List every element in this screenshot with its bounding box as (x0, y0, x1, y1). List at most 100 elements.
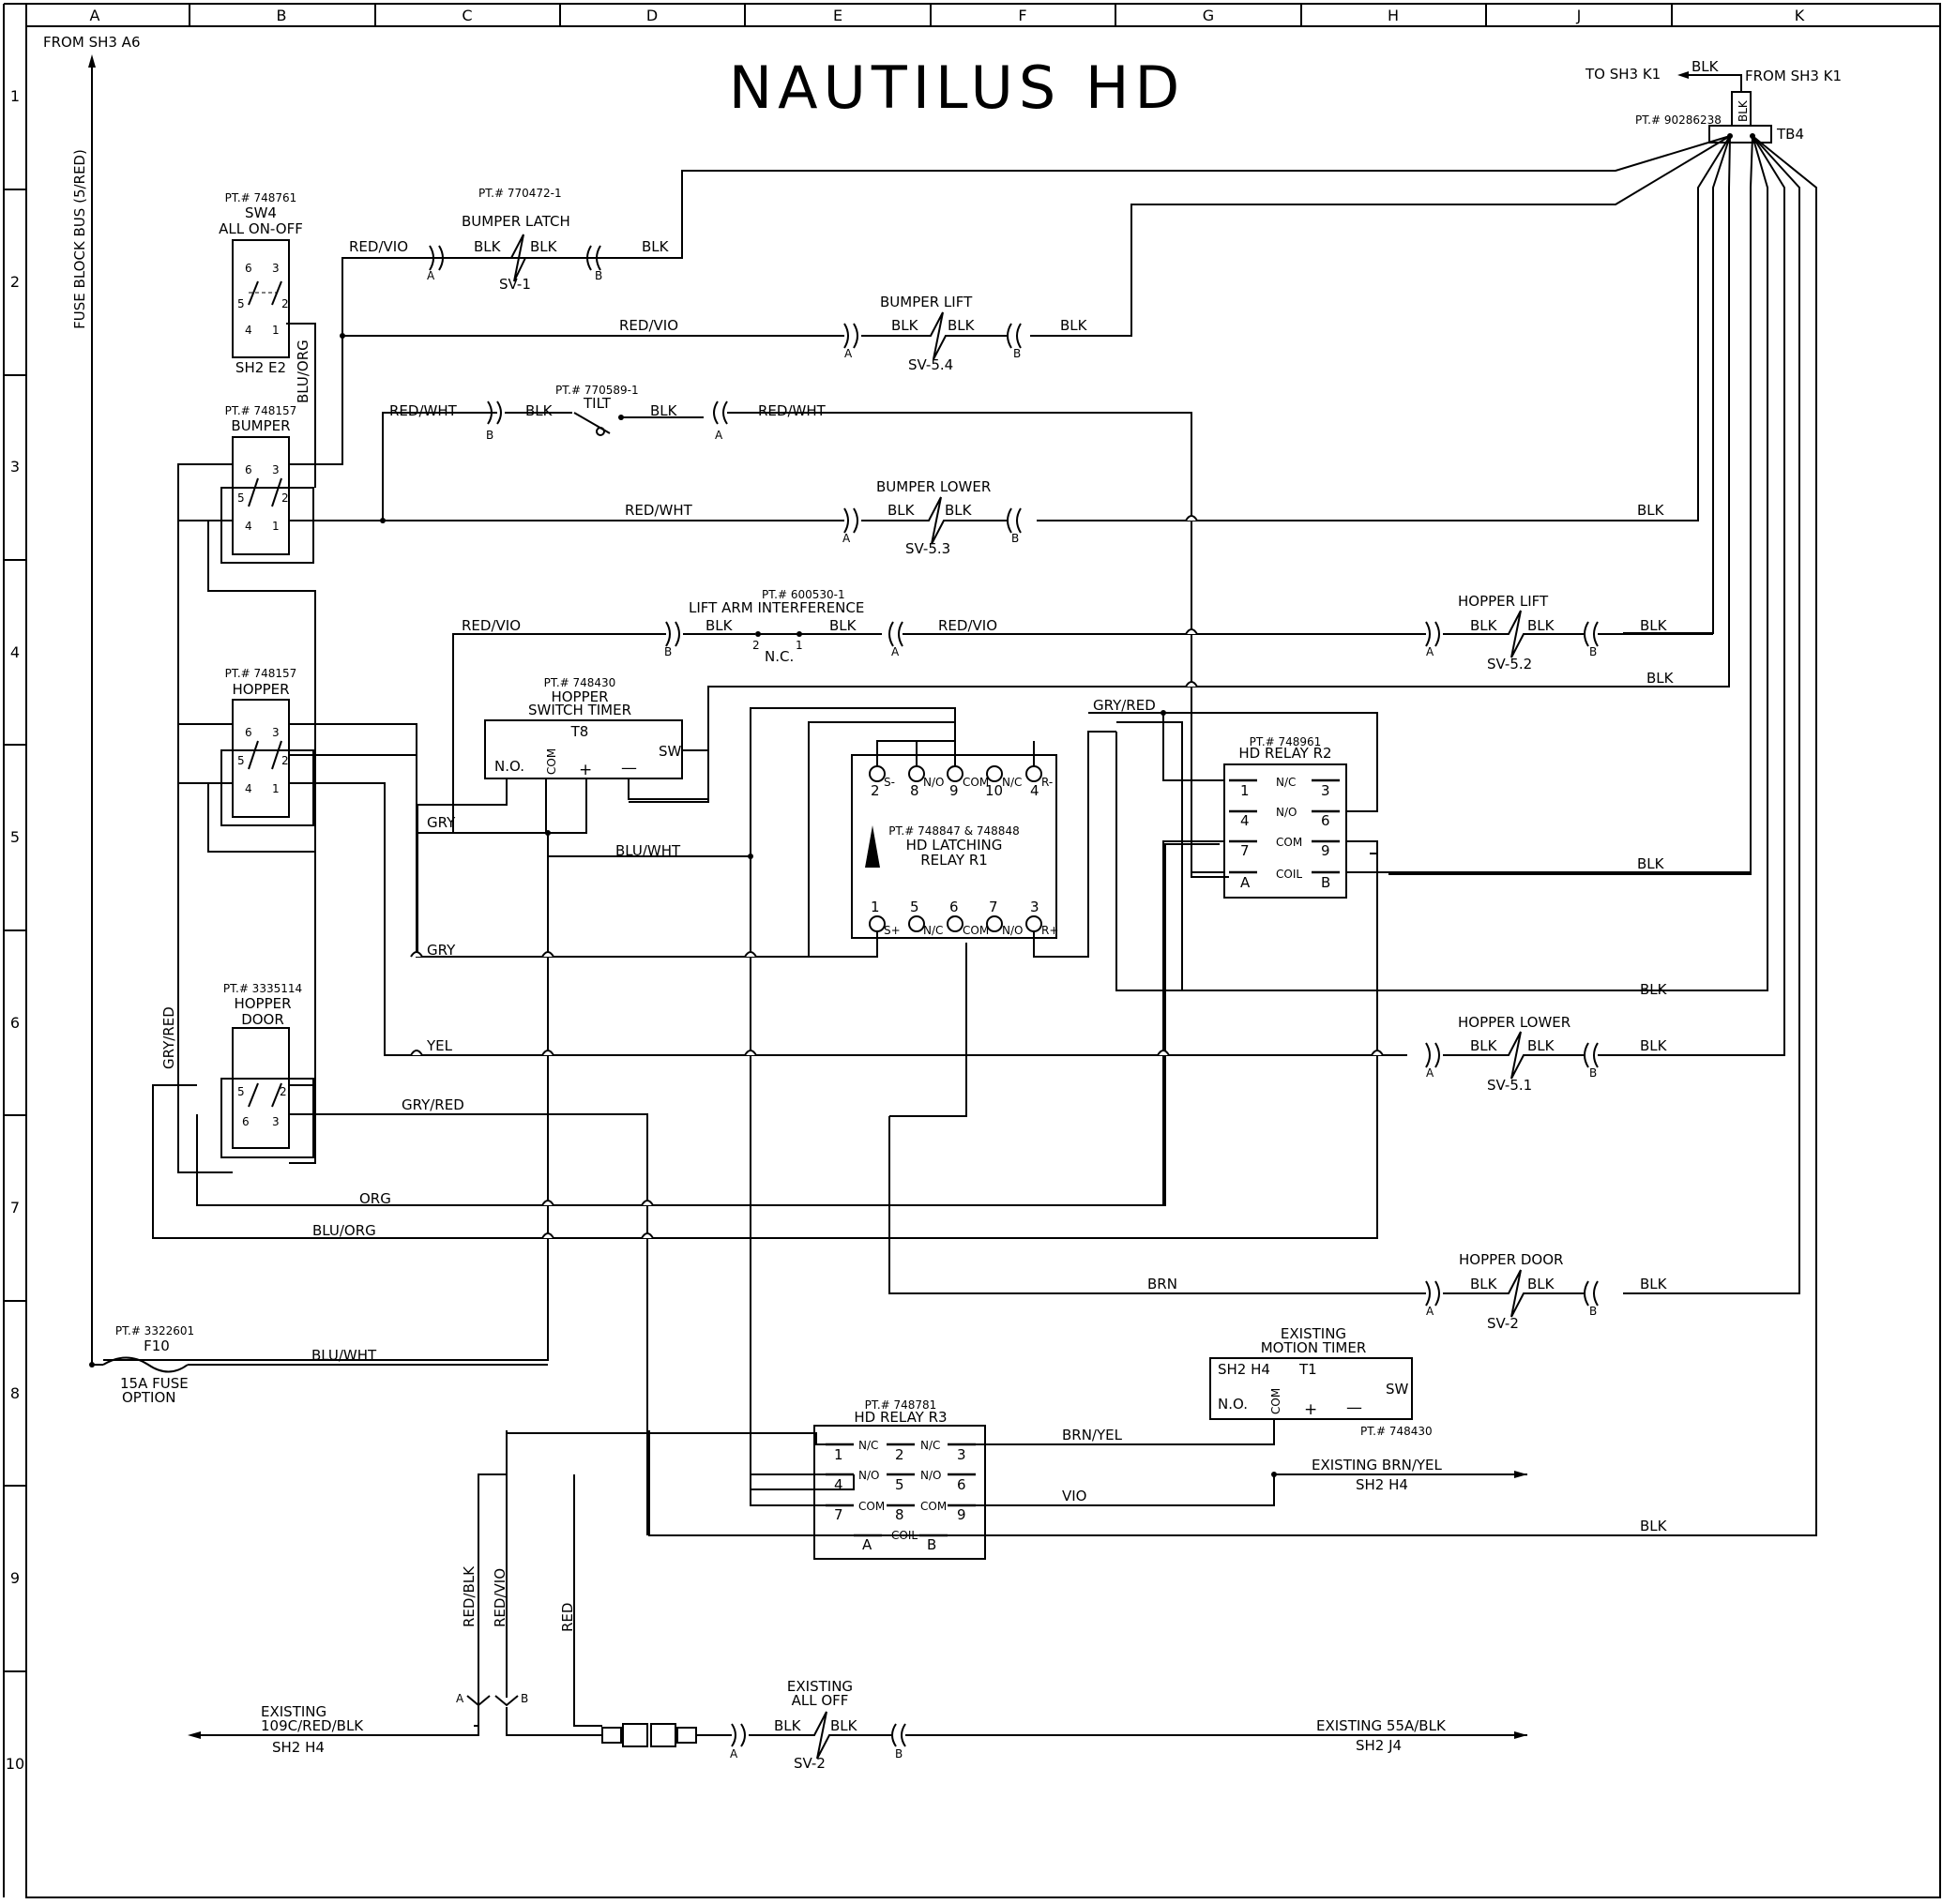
svg-text:BLK: BLK (705, 617, 734, 634)
svg-text:A: A (842, 532, 851, 545)
row-label: 5 (10, 828, 20, 846)
svg-text:B: B (1011, 532, 1019, 545)
svg-text:PT.# 770472-1: PT.# 770472-1 (478, 187, 562, 200)
bottom-harness: RED/BLK RED/VIO RED A B EXISTING 109C/RE… (188, 1474, 1527, 1772)
svg-text:2: 2 (281, 491, 289, 505)
svg-text:A: A (1240, 874, 1251, 891)
col-label: B (277, 7, 287, 24)
gry-red-door-label: GRY/RED (402, 1096, 464, 1113)
svg-text:BLK: BLK (830, 1717, 858, 1734)
valve-hopper-lift[interactable]: RED/VIO B PT.# 600530-1 LIFT ARM INTERFE… (452, 588, 1729, 834)
hopper-blk-label: BLK (1640, 981, 1668, 998)
svg-text:BUMPER LOWER: BUMPER LOWER (876, 478, 991, 495)
svg-text:7: 7 (989, 899, 998, 915)
svg-text:3: 3 (272, 463, 280, 476)
svg-text:N/O: N/O (920, 1469, 941, 1482)
svg-text:1: 1 (272, 782, 280, 795)
svg-text:BLK: BLK (888, 502, 916, 519)
svg-text:BLK: BLK (525, 402, 554, 419)
svg-text:B: B (927, 1536, 936, 1553)
sheet-border (3, 3, 1941, 1898)
svg-text:1: 1 (272, 324, 280, 337)
svg-text:8: 8 (895, 1506, 904, 1523)
col-label: E (833, 7, 842, 24)
svg-text:6: 6 (957, 1476, 966, 1493)
svg-text:B: B (595, 269, 602, 282)
svg-text:N/O: N/O (923, 776, 944, 789)
svg-text:BLK: BLK (1470, 617, 1498, 634)
svg-text:SH2 J4: SH2 J4 (1356, 1737, 1402, 1754)
hd-relay-r3[interactable]: PT.# 748781 HD RELAY R3 1 4 7 2 5 8 3 6 … (506, 1398, 1816, 1560)
switch-hopper[interactable]: PT.# 748157 HOPPER 6 3 5 2 4 1 (220, 667, 314, 826)
svg-text:9: 9 (949, 782, 959, 799)
valve-bumper-latch[interactable]: RED/VIO A PT.# 770472-1 BUMPER LATCH BLK… (342, 187, 670, 293)
valve-hopper-door[interactable]: BRN A HOPPER DOOR BLK BLK B SV-2 BLK (888, 1116, 1668, 1332)
svg-text:HOPPER LOWER: HOPPER LOWER (1458, 1014, 1570, 1031)
valve-bumper-lift[interactable]: RED/VIO A BUMPER LIFT BLK BLK B SV-5.4 B… (340, 294, 1088, 373)
svg-text:PT.# 748157: PT.# 748157 (225, 404, 297, 417)
svg-text:PT.# 748961: PT.# 748961 (1250, 735, 1322, 748)
svg-text:SV-2: SV-2 (1487, 1315, 1519, 1332)
tb4-fan-wires (600, 135, 1817, 1536)
svg-text:4: 4 (245, 324, 252, 337)
svg-text:—: — (621, 759, 637, 778)
tb4-part: PT.# 90286238 (1635, 113, 1722, 127)
gry-red-vertical: GRY/RED (160, 1006, 177, 1069)
r3-blk-label: BLK (1640, 1518, 1668, 1534)
valve-hopper-lower[interactable]: YEL A HOPPER LOWER BLK BLK B SV-5.1 BLK (426, 1014, 1784, 1094)
col-label: J (1576, 7, 1582, 24)
col-label: D (646, 7, 658, 24)
svg-text:A: A (456, 1692, 464, 1705)
svg-text:MOTION TIMER: MOTION TIMER (1261, 1339, 1367, 1356)
svg-text:N/C: N/C (923, 924, 943, 937)
latching-relay-r1[interactable]: PT.# 748847 & 748848 HD LATCHING RELAY R… (417, 707, 1116, 958)
svg-text:B: B (895, 1747, 903, 1760)
switch-bumper[interactable]: PT.# 748157 BUMPER 6 3 5 2 4 1 (220, 404, 314, 564)
row-label: 1 (10, 87, 20, 105)
svg-text:COIL: COIL (1276, 868, 1302, 881)
svg-text:—: — (1346, 1398, 1362, 1417)
fuse-f10[interactable]: PT.# 3322601 F10 15A FUSE OPTION BLU/WHT (89, 1324, 548, 1406)
svg-text:1: 1 (871, 899, 880, 915)
svg-text:5: 5 (237, 491, 245, 505)
svg-text:SW: SW (1386, 1381, 1409, 1398)
svg-text:SV-2: SV-2 (794, 1755, 826, 1772)
svg-text:7: 7 (834, 1506, 843, 1523)
svg-text:COM: COM (1269, 1388, 1282, 1414)
motion-timer-t1[interactable]: EXISTING MOTION TIMER SH2 H4 T1 N.O. COM… (1209, 1325, 1433, 1438)
svg-text:SV-5.2: SV-5.2 (1487, 656, 1532, 672)
svg-text:N/C: N/C (920, 1439, 940, 1452)
svg-text:COM: COM (963, 924, 989, 937)
svg-text:4: 4 (245, 782, 252, 795)
svg-text:SH2 H4: SH2 H4 (1218, 1361, 1270, 1378)
svg-text:1: 1 (834, 1446, 843, 1463)
svg-text:B: B (1589, 1066, 1597, 1080)
svg-text:EXISTING: EXISTING (787, 1678, 853, 1695)
svg-text:COM: COM (545, 748, 558, 775)
svg-text:HOPPER DOOR: HOPPER DOOR (1459, 1251, 1563, 1268)
from-sh3-a6: FROM SH3 A6 (43, 34, 140, 51)
row-label: 8 (10, 1384, 20, 1402)
svg-text:N/C: N/C (1002, 776, 1022, 789)
svg-text:YEL: YEL (426, 1037, 453, 1054)
svg-text:SV-5.4: SV-5.4 (908, 356, 953, 373)
svg-text:BLK: BLK (1527, 617, 1555, 634)
svg-text:B: B (1013, 347, 1021, 360)
switch-sw4[interactable]: PT.# 748761 SW4 ALL ON-OFF SH2 E2 6 3 5 … (219, 191, 303, 376)
switch-hopper-door[interactable]: PT.# 3335114 HOPPER DOOR 5 2 6 3 (220, 982, 314, 1158)
svg-text:BLK: BLK (530, 238, 558, 255)
switch-tilt[interactable]: RED/WHT B PT.# 770589-1 TILT BLK BLK A R… (382, 384, 1229, 878)
svg-text:COM: COM (920, 1500, 947, 1513)
svg-text:3: 3 (272, 1115, 280, 1128)
svg-text:6: 6 (245, 726, 252, 739)
hd-relay-r2[interactable]: PT.# 748961 HD RELAY R2 1 4 7 A 3 6 9 B … (1088, 712, 1751, 1238)
blu-wht-label: BLU/WHT (615, 842, 681, 859)
timer-t8[interactable]: PT.# 748430 HOPPER SWITCH TIMER T8 N.O. … (417, 676, 709, 958)
svg-text:BLK: BLK (1527, 1037, 1555, 1054)
svg-text:PT.# 748781: PT.# 748781 (865, 1398, 937, 1412)
svg-text:SWITCH TIMER: SWITCH TIMER (528, 702, 631, 718)
svg-text:SV-5.3: SV-5.3 (905, 540, 950, 557)
svg-text:LIFT ARM INTERFERENCE: LIFT ARM INTERFERENCE (689, 599, 864, 616)
valve-bumper-lower[interactable]: RED/WHT A BUMPER LOWER BLK BLK B SV-5.3 … (315, 478, 1665, 557)
